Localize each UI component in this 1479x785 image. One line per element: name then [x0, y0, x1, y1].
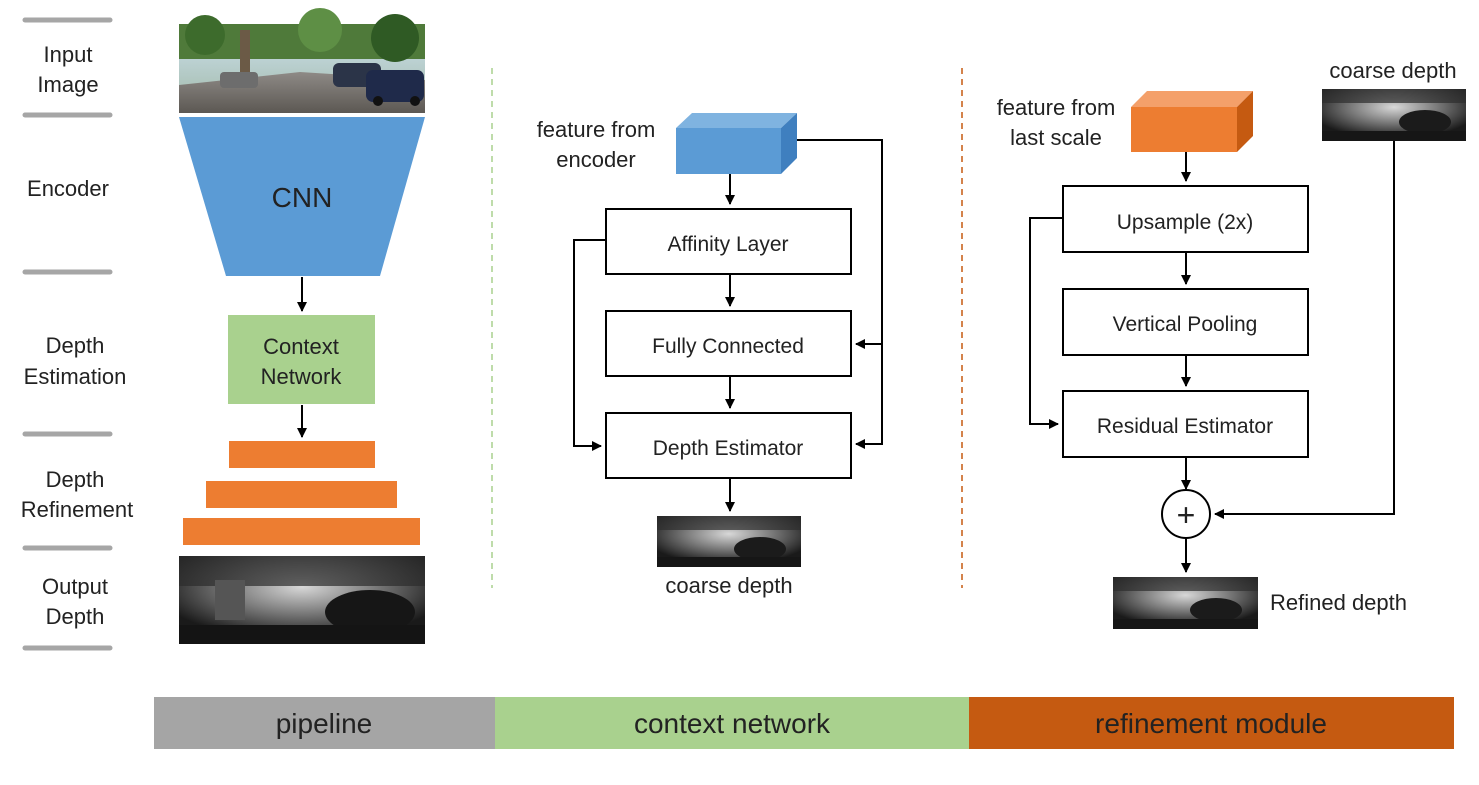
cn-feature-label-line1: feature from: [537, 117, 656, 142]
stage-label-input-line2: Image: [37, 72, 98, 97]
affinity-layer-box: [605, 208, 852, 275]
arrow-affinity-to-depth-estimator: [573, 239, 606, 451]
stage-label-encoder: Encoder: [27, 176, 109, 201]
refinement-bar-2: [206, 481, 397, 508]
cnn-label: CNN: [272, 182, 333, 213]
fully-connected-label: Fully Connected: [652, 335, 804, 358]
last-scale-feature-cuboid: [1131, 91, 1253, 152]
refined-depth-label: Refined depth: [1270, 590, 1407, 615]
footer-refinement-module-bar: [969, 697, 1454, 749]
footer-context-network-label: context network: [634, 708, 831, 739]
upsample-box: [1062, 185, 1309, 253]
cn-coarse-depth-image: [657, 516, 801, 567]
vertical-pooling-label: Vertical Pooling: [1113, 313, 1258, 336]
footer-refinement-module-label: refinement module: [1095, 708, 1327, 739]
upsample-label: Upsample (2x): [1117, 211, 1254, 234]
cn-coarse-depth-label: coarse depth: [665, 573, 792, 598]
vertical-pooling-box: [1062, 288, 1309, 356]
footer-context-network-bar: [495, 697, 969, 749]
rm-feature-label-line1: feature from: [997, 95, 1116, 120]
stage-label-output-line2: Depth: [46, 604, 105, 629]
affinity-layer-label: Affinity Layer: [667, 233, 788, 256]
stage-label-output-line1: Output: [42, 574, 108, 599]
stage-label-depth-estimation-line2: Estimation: [24, 364, 127, 389]
arrow-coarse-depth-to-sum: [1214, 141, 1395, 519]
residual-estimator-label: Residual Estimator: [1097, 415, 1273, 438]
stage-label-depth-estimation-line1: Depth: [46, 333, 105, 358]
refined-depth-image: [1113, 577, 1258, 629]
encoder-cnn-shape: [179, 117, 425, 276]
depth-estimator-label: Depth Estimator: [653, 437, 804, 460]
residual-estimator-box: [1062, 390, 1309, 458]
stage-label-depth-refinement-line1: Depth: [46, 467, 105, 492]
context-network-label-line1: Context: [263, 334, 339, 359]
encoder-feature-cuboid: [676, 113, 797, 174]
stage-label-depth-refinement-line2: Refinement: [21, 497, 134, 522]
refinement-bar-3: [183, 518, 420, 545]
rm-coarse-depth-image: [1322, 89, 1466, 141]
footer-pipeline-label: pipeline: [276, 708, 373, 739]
stage-label-input-line1: Input: [44, 42, 93, 67]
cn-feature-label-line2: encoder: [556, 147, 636, 172]
footer-pipeline-bar: [154, 697, 495, 749]
input-image: [179, 8, 425, 113]
rm-feature-label-line2: last scale: [1010, 125, 1102, 150]
fully-connected-box: [605, 310, 852, 377]
refinement-bar-1: [229, 441, 375, 468]
context-network-label-line2: Network: [261, 364, 343, 389]
arrow-feature-to-depth-estimator: [797, 139, 883, 449]
sum-symbol: +: [1177, 497, 1196, 533]
output-depth-image: [179, 556, 425, 644]
rm-coarse-depth-label: coarse depth: [1329, 58, 1456, 83]
context-network-box: [228, 315, 375, 404]
depth-estimator-box: [605, 412, 852, 479]
arrow-upsample-to-residual: [1029, 217, 1063, 429]
stage-separators: [22, 17, 113, 651]
